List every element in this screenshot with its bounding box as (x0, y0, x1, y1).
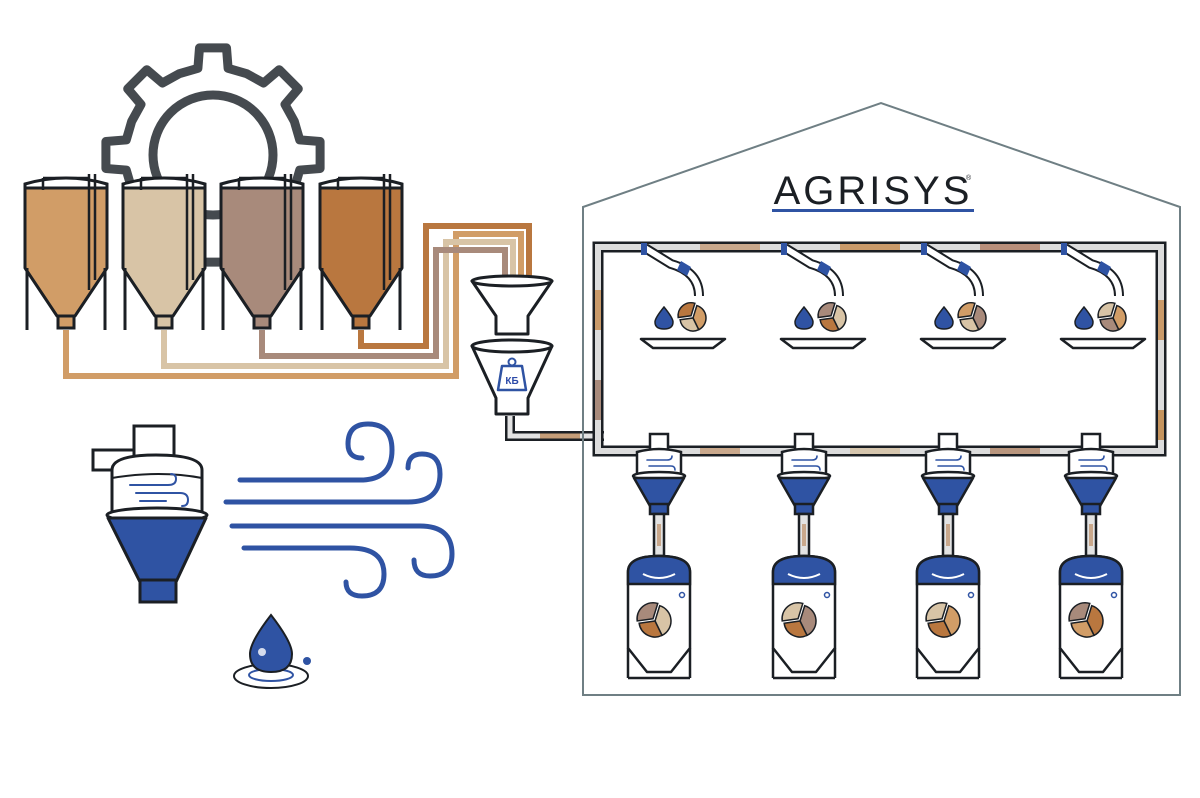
pie-slice (819, 317, 840, 332)
mixer-unit-icon (626, 432, 692, 680)
feed-mix-pie-icon (781, 602, 817, 638)
pie-slice (638, 620, 664, 638)
wind-icon (223, 421, 455, 599)
brand-underline (772, 209, 974, 212)
scale-label: КБ (505, 376, 518, 387)
water-drop-icon (934, 305, 954, 330)
barn-outline (582, 101, 1181, 696)
pie-slice (817, 302, 836, 319)
scale-outlet-pipe (505, 416, 604, 441)
pipe-silo-3 (259, 247, 508, 359)
silo-group (23, 174, 404, 330)
pie-slice (677, 302, 696, 319)
feeder-dish-icon (919, 243, 1007, 350)
silo-icon (23, 174, 109, 330)
feed-mix-pie-icon (1097, 302, 1127, 332)
pie-slice (1099, 317, 1120, 332)
water-drop-icon (654, 305, 674, 330)
pie-slice (959, 317, 980, 332)
feeder-dish-icon (1059, 243, 1147, 350)
feeder-dish-icon (779, 243, 867, 350)
brand-registered-mark: ® (966, 174, 972, 182)
water-drop-icon (794, 305, 814, 330)
weight-icon (496, 364, 528, 392)
feed-mix-pie-icon (636, 602, 672, 638)
pie-slice (679, 317, 700, 332)
feed-mix-pie-icon (817, 302, 847, 332)
feed-mix-pie-icon (925, 602, 961, 638)
pie-slice (927, 620, 953, 638)
wind-icon (791, 455, 821, 471)
pipe-silo-1 (63, 231, 524, 379)
wind-icon (646, 455, 676, 471)
pie-slice (781, 602, 804, 622)
brand-logo: AGRISYS ® (772, 169, 974, 213)
weighing-hopper-icon: КБ (470, 338, 554, 416)
silo-supply-pipes (63, 223, 532, 379)
pie-slice (1097, 302, 1116, 319)
funnel-icon (470, 274, 554, 336)
mixer-unit-icon (771, 432, 837, 680)
wind-icon (935, 455, 965, 471)
mixer-stations (626, 432, 1124, 680)
pipe-silo-4 (358, 223, 532, 349)
pie-slice (925, 602, 948, 622)
pie-slice (957, 302, 976, 319)
wind-icon (1078, 455, 1108, 471)
silo-icon (121, 174, 207, 330)
feeder-stations (639, 243, 1147, 350)
brand-name: AGRISYS (774, 169, 973, 213)
feeder-dish-icon (639, 243, 727, 350)
silo-icon (219, 174, 305, 330)
wind-icon (129, 473, 190, 507)
cyclone-separator-icon (91, 424, 209, 604)
pie-slice (636, 602, 659, 622)
mixer-unit-icon (915, 432, 981, 680)
pie-slice (783, 620, 809, 638)
pie-slice (1068, 602, 1091, 622)
distribution-loop (592, 241, 1167, 457)
pie-slice (1070, 620, 1096, 638)
mixer-unit-icon (1058, 432, 1124, 680)
silo-icon (318, 174, 404, 330)
feed-mix-pie-icon (1068, 602, 1104, 638)
pipe-silo-2 (161, 239, 516, 369)
feed-mix-pie-icon (957, 302, 987, 332)
water-drop-icon (1074, 305, 1094, 330)
water-drop-icon (233, 613, 311, 689)
feed-mix-pie-icon (677, 302, 707, 332)
